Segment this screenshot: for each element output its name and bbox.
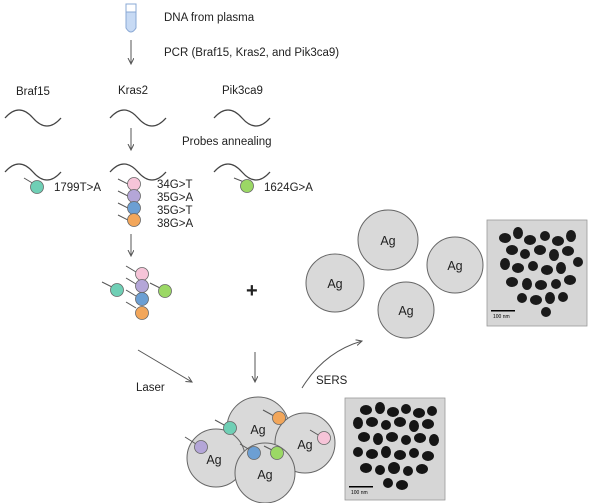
kras-mutation-label-1: 34G>T — [157, 179, 192, 191]
tem-scale-label: 100 nm — [493, 314, 510, 320]
kras-probe-bead-35gt — [127, 201, 141, 215]
tem-image-bottom: 100 nm — [344, 397, 446, 501]
sers-arrow — [301, 341, 362, 389]
tem-scale-label: 100 nm — [351, 490, 368, 496]
plus-sign: + — [246, 280, 258, 302]
gene-label-pik3ca9: Pik3ca9 — [222, 85, 263, 97]
ag-nanoparticle — [426, 236, 484, 294]
nanoparticle-probe-complex: Ag Ag Ag Ag — [184, 396, 336, 503]
pcr-label: PCR (Braf15, Kras2, and Pik3ca9) — [164, 47, 339, 59]
braf-mutation-label: 1799T>A — [54, 182, 101, 194]
ag-nanoparticle — [377, 281, 435, 339]
annealed-strand-kras2 — [109, 163, 167, 181]
kras-mutation-label-2: 35G>A — [157, 192, 193, 204]
tem-image-top: 100 nm — [486, 219, 588, 327]
ag-nanoparticle-group: Ag Ag Ag Ag — [305, 209, 484, 339]
kras-probe-linker-3 — [117, 202, 129, 209]
ag-nanoparticle — [305, 253, 365, 313]
ag-label: Ag — [380, 234, 395, 248]
test-tube-icon — [125, 3, 137, 33]
laser-arrow — [137, 349, 192, 382]
ag-nanoparticle — [357, 209, 419, 271]
kras-mutation-label-4: 38G>A — [157, 218, 193, 230]
ag-label: Ag — [447, 259, 462, 273]
ag-label: Ag — [297, 438, 312, 452]
kras-probe-bead-35ga — [127, 189, 141, 203]
dna-strand-braf15 — [4, 109, 62, 127]
ag-label: Ag — [327, 277, 342, 291]
laser-label: Laser — [136, 382, 165, 394]
annealed-strand-braf15 — [4, 163, 62, 181]
sers-label: SERS — [316, 375, 348, 387]
kras-probe-linker-1 — [117, 178, 129, 185]
gene-label-braf15: Braf15 — [16, 86, 50, 98]
kras-probe-linker-4 — [117, 214, 129, 221]
annealed-strand-pik3ca9 — [213, 163, 271, 181]
kras-mutation-label-3: 35G>T — [157, 205, 192, 217]
ag-label: Ag — [250, 423, 265, 437]
kras-probe-bead-38ga — [127, 213, 141, 227]
pik-probe-bead — [240, 179, 254, 193]
dna-strand-kras2 — [109, 109, 167, 127]
probe-cluster — [101, 265, 172, 320]
annealing-label: Probes annealing — [182, 136, 272, 148]
source-label: DNA from plasma — [164, 12, 255, 24]
dna-strand-pik3ca9 — [213, 109, 271, 127]
kras-probe-linker-2 — [117, 190, 129, 197]
braf-probe-bead — [30, 180, 44, 194]
pik-mutation-label: 1624G>A — [264, 182, 313, 194]
ag-label: Ag — [398, 304, 413, 318]
gene-label-kras2: Kras2 — [118, 85, 148, 97]
kras-probe-bead-34gt — [127, 177, 141, 191]
ag-label: Ag — [257, 468, 272, 482]
ag-label: Ag — [206, 453, 221, 467]
